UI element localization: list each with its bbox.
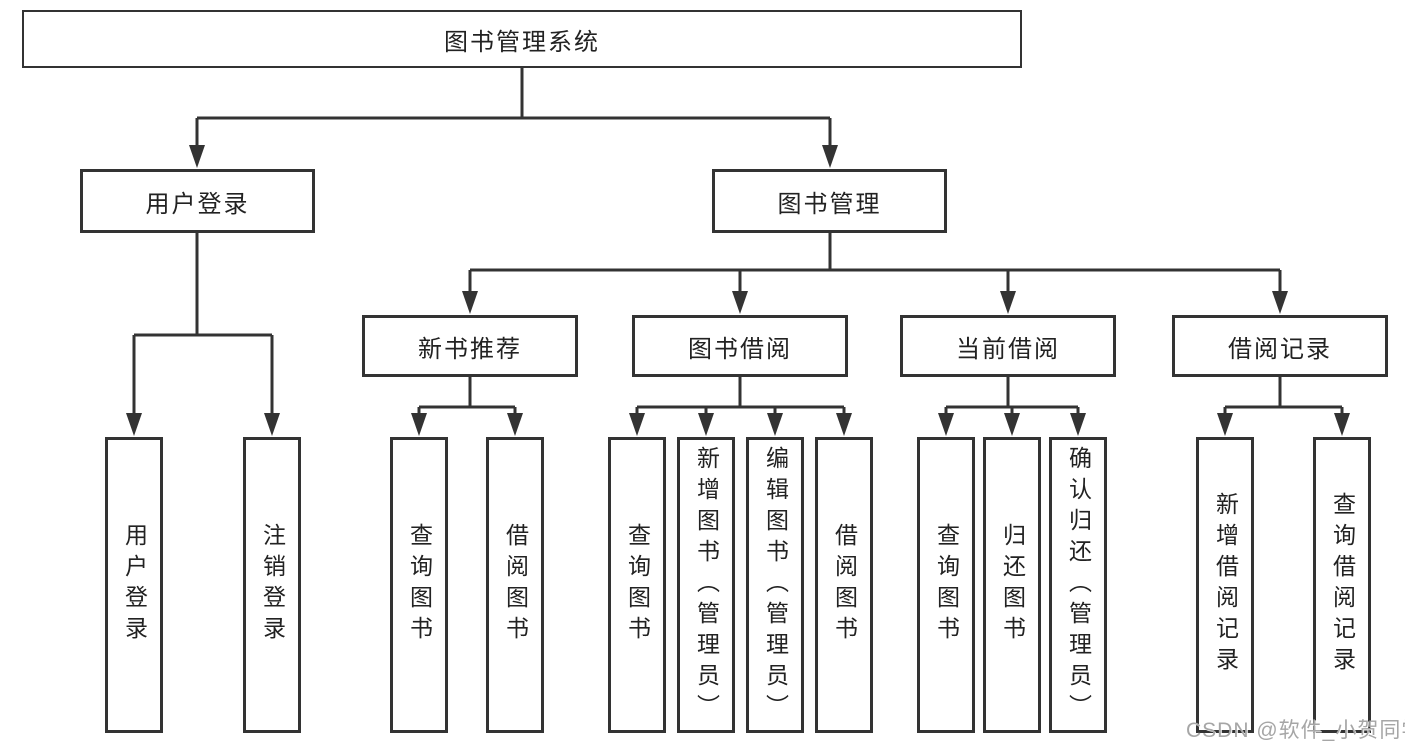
node-book-management: 图书管理 (712, 169, 947, 233)
leaf-query-borrow-record: 查询借阅记录 (1313, 437, 1371, 733)
leaf-add-borrow-record: 新增借阅记录 (1196, 437, 1254, 733)
leaf-add-books-admin-label: 新增图书（管理员） (693, 445, 720, 725)
csdn-watermark: CSDN @软件_小贺同学 (1186, 719, 1405, 742)
leaf-add-books-admin: 新增图书（管理员） (677, 437, 735, 733)
leaf-query-books-current: 查询图书 (917, 437, 975, 733)
node-root-library-management-system: 图书管理系统 (22, 10, 1022, 68)
leaf-edit-books-admin: 编辑图书（管理员） (746, 437, 804, 733)
leaf-return-books-label: 归还图书 (999, 523, 1026, 647)
leaf-query-books-current-label: 查询图书 (933, 523, 960, 647)
leaf-borrow-books-label: 借阅图书 (831, 523, 858, 647)
node-new-book-recommend: 新书推荐 (362, 315, 578, 377)
node-user-login: 用户登录 (80, 169, 315, 233)
leaf-user-login-label: 用户登录 (121, 523, 148, 647)
leaf-edit-books-admin-label: 编辑图书（管理员） (762, 445, 789, 725)
leaf-query-books-recommend-label: 查询图书 (406, 523, 433, 647)
leaf-add-borrow-record-label: 新增借阅记录 (1212, 492, 1239, 678)
leaf-borrow-books: 借阅图书 (815, 437, 873, 733)
leaf-borrow-books-recommend-label: 借阅图书 (502, 523, 529, 647)
leaf-confirm-return-admin-label: 确认归还（管理员） (1065, 445, 1092, 725)
leaf-borrow-books-recommend: 借阅图书 (486, 437, 544, 733)
node-book-borrow: 图书借阅 (632, 315, 848, 377)
leaf-confirm-return-admin: 确认归还（管理员） (1049, 437, 1107, 733)
leaf-user-login: 用户登录 (105, 437, 163, 733)
leaf-query-books-borrow: 查询图书 (608, 437, 666, 733)
node-current-borrow: 当前借阅 (900, 315, 1116, 377)
leaf-query-books-recommend: 查询图书 (390, 437, 448, 733)
leaf-return-books: 归还图书 (983, 437, 1041, 733)
node-borrow-records: 借阅记录 (1172, 315, 1388, 377)
leaf-query-books-borrow-label: 查询图书 (624, 523, 651, 647)
leaf-logout: 注销登录 (243, 437, 301, 733)
leaf-logout-label: 注销登录 (259, 523, 286, 647)
leaf-query-borrow-record-label: 查询借阅记录 (1329, 492, 1356, 678)
